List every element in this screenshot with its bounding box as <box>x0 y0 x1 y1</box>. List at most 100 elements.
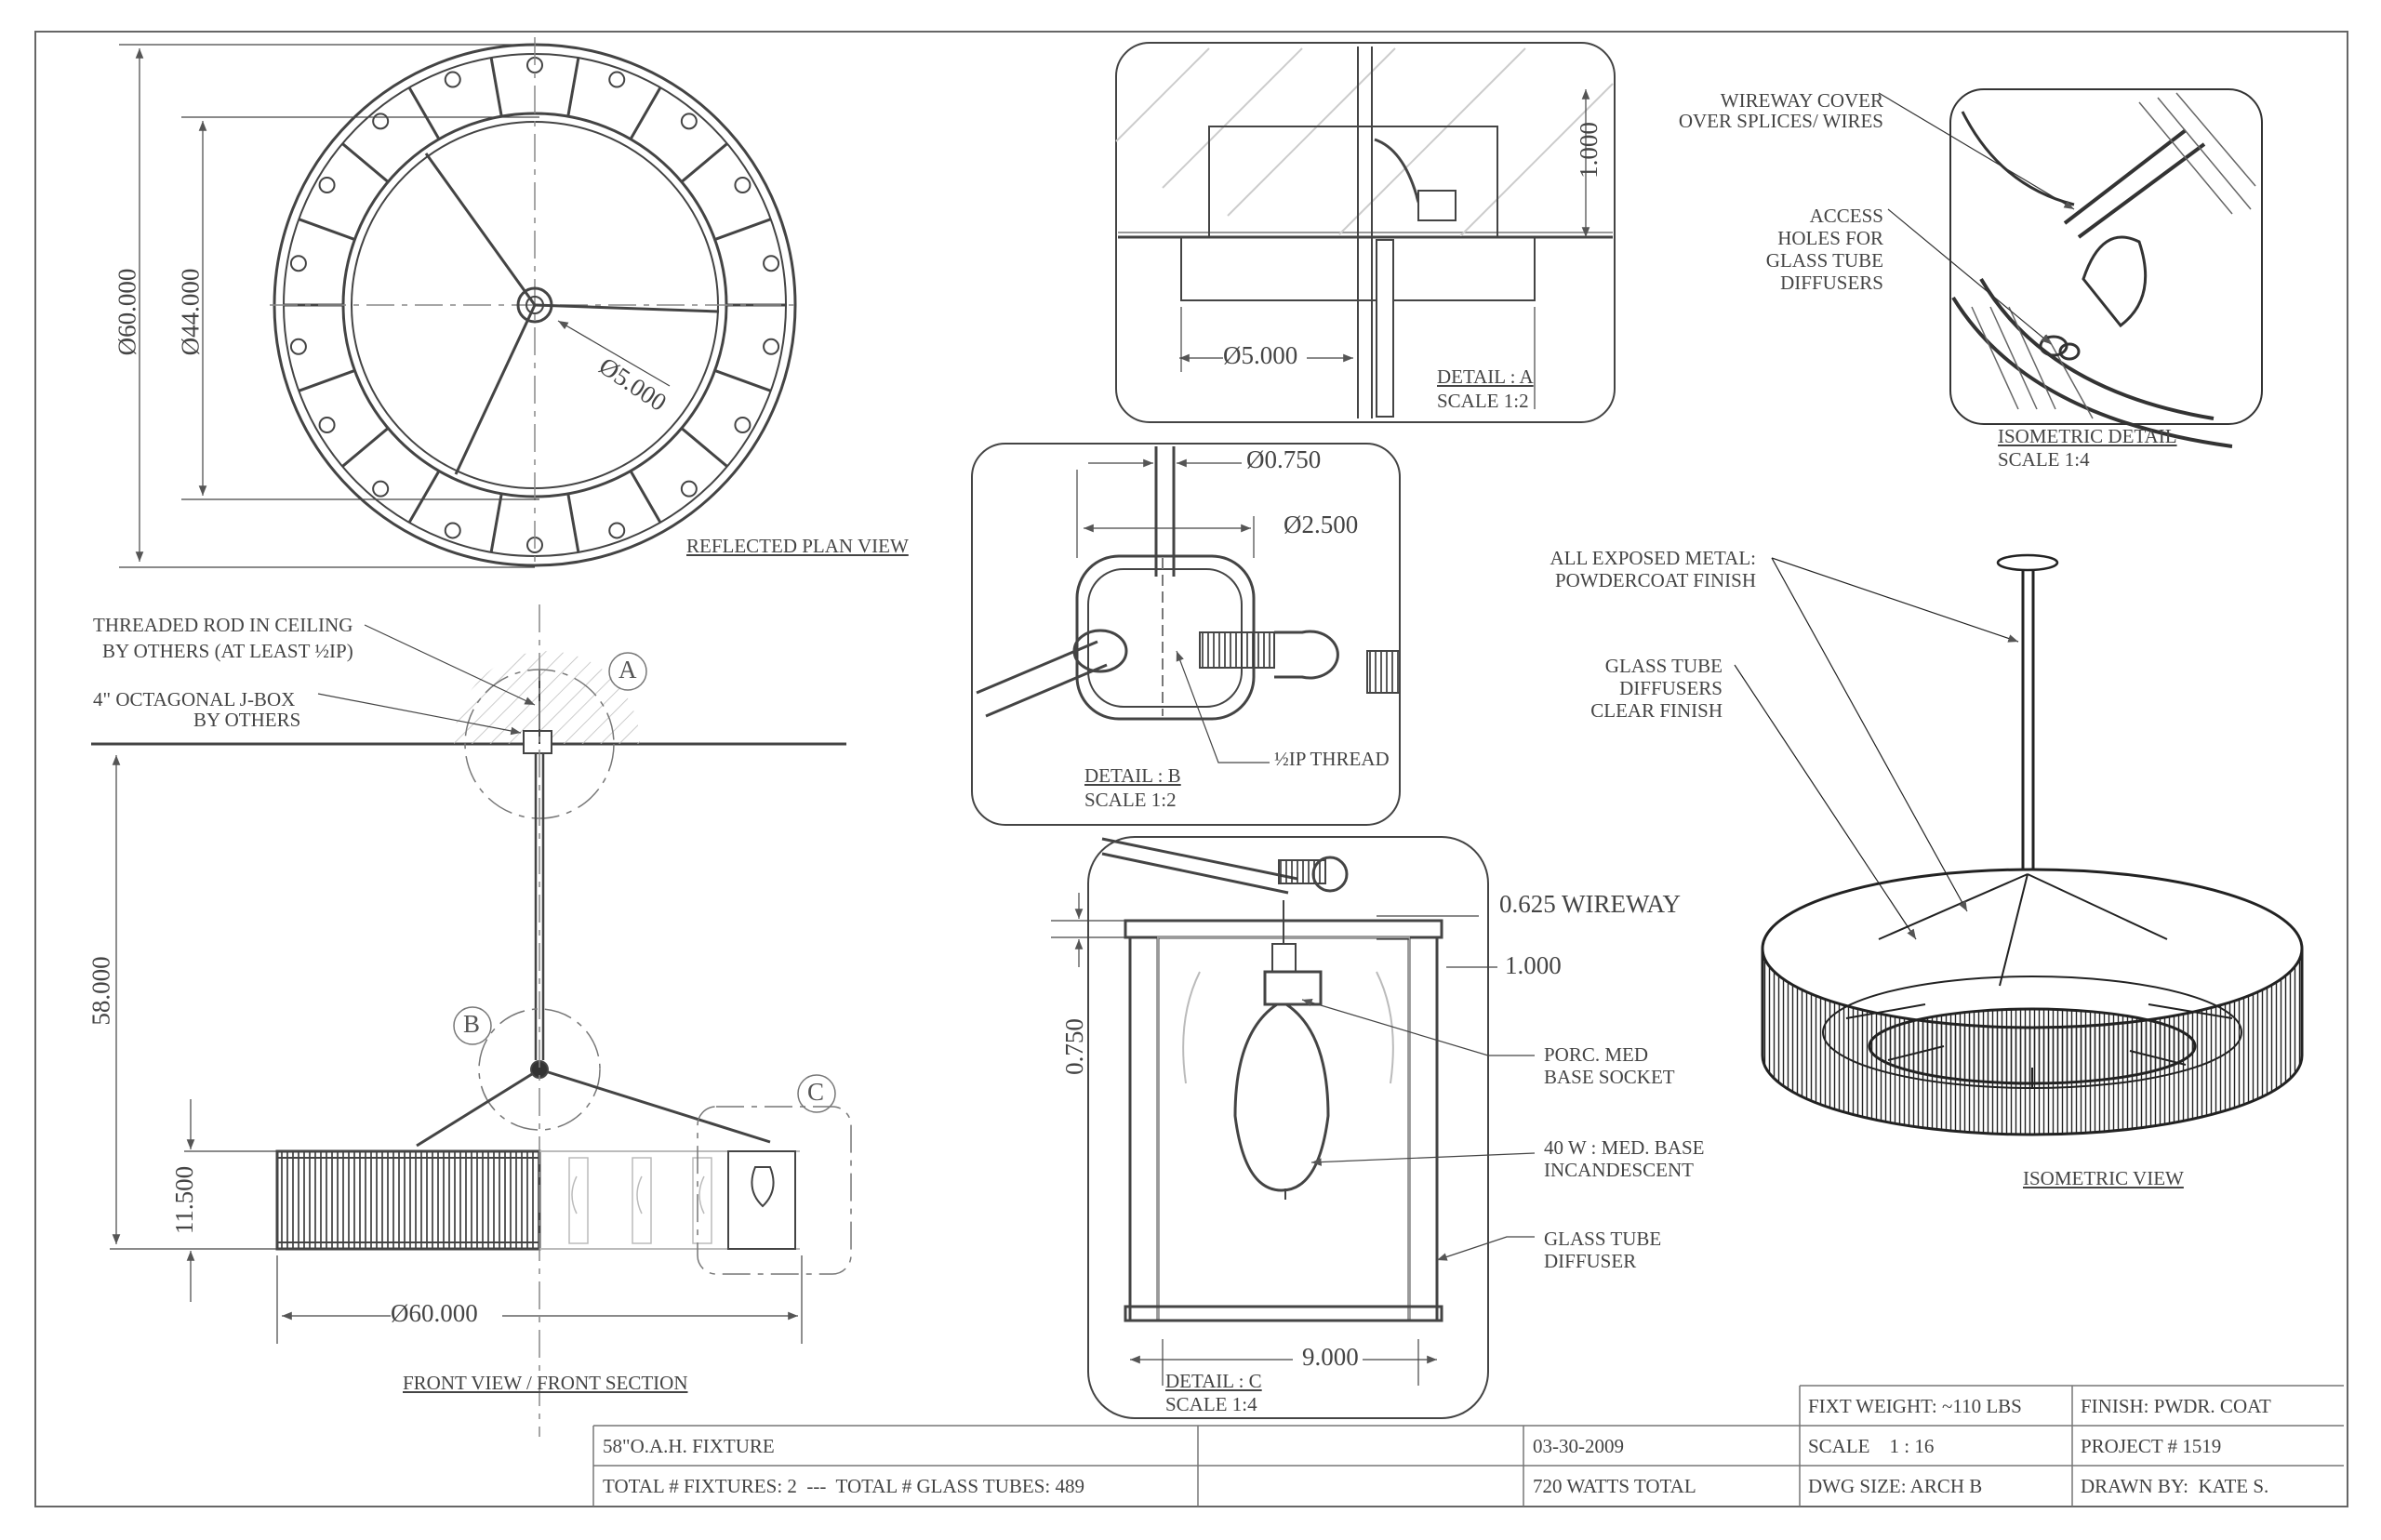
plan-rib <box>341 142 390 183</box>
plan-dim-outer: Ø60.000 <box>113 268 141 356</box>
iso-note-access-4: DIFFUSERS <box>1780 272 1883 294</box>
plan-rib <box>714 218 772 241</box>
note-rod-2: BY OTHERS (AT LEAST ½IP) <box>102 640 353 662</box>
callout-a: A <box>619 656 637 684</box>
plan-rib <box>566 57 580 117</box>
tb-totals: TOTAL # FIXTURES: 2 --- TOTAL # GLASS TU… <box>603 1475 1084 1497</box>
plan-view-title: REFLECTED PLAN VIEW <box>686 535 909 557</box>
detail-b-scale: SCALE 1:2 <box>1084 789 1177 811</box>
plan-rib <box>407 470 441 524</box>
detail-b <box>971 443 1401 826</box>
tb-scale: SCALE 1 : 16 <box>1808 1435 1935 1457</box>
detail-c-note-lamp-2: INCANDESCENT <box>1544 1159 1694 1181</box>
tb-project: PROJECT # 1519 <box>2081 1435 2222 1457</box>
detail-c-note-socket-2: BASE SOCKET <box>1544 1066 1675 1088</box>
tb-drawn-by: DRAWN BY: KATE S. <box>2081 1475 2269 1497</box>
detail-a-dim-diameter: Ø5.000 <box>1223 341 1298 369</box>
iso-note-access-1: ACCESS <box>1809 205 1883 227</box>
iso-detail-title: ISOMETRIC DETAIL <box>1998 425 2177 447</box>
plan-dim-inner: Ø44.000 <box>176 268 205 356</box>
note-rod-1: THREADED ROD IN CEILING <box>93 614 353 636</box>
note-jbox-1: 4" OCTAGONAL J-BOX <box>93 688 296 710</box>
detail-b-title: DETAIL : B <box>1084 764 1181 787</box>
plan-bulb <box>763 255 780 272</box>
iso-note-glass-3: CLEAR FINISH <box>1590 699 1723 722</box>
plan-rib <box>629 470 662 524</box>
tb-finish: FINISH: PWDR. COAT <box>2081 1395 2271 1417</box>
plan-bulb <box>763 338 780 355</box>
plan-bulb <box>372 113 390 130</box>
tb-watts: 720 WATTS TOTAL <box>1533 1475 1696 1497</box>
iso-note-wire-2: OVER SPLICES/ WIRES <box>1678 110 1883 132</box>
detail-a-title: DETAIL : A <box>1437 365 1534 388</box>
detail-c-title: DETAIL : C <box>1165 1370 1262 1392</box>
reflected-plan-view <box>119 37 800 568</box>
plan-rib <box>680 142 728 183</box>
callout-c: C <box>807 1078 825 1106</box>
plan-bulb <box>734 417 752 433</box>
isometric-detail <box>1878 88 2263 446</box>
front-view-title: FRONT VIEW / FRONT SECTION <box>403 1372 688 1394</box>
plan-bulb <box>372 480 390 498</box>
detail-b-dim-rod: Ø0.750 <box>1246 445 1322 473</box>
plan-bulb <box>289 338 307 355</box>
plan-rib <box>407 86 441 140</box>
iso-note-glass-1: GLASS TUBE <box>1604 655 1723 677</box>
detail-a-dim-height: 1.000 <box>1574 122 1603 179</box>
detail-c-note-lamp-1: 40 W : MED. BASE <box>1544 1136 1705 1159</box>
plan-bulb <box>318 177 336 193</box>
plan-rib <box>566 493 580 553</box>
iso-note-glass-2: DIFFUSERS <box>1619 677 1723 699</box>
front-dim-width: Ø60.000 <box>391 1299 478 1327</box>
iso-note-access-2: HOLES FOR <box>1777 227 1883 249</box>
detail-c-dim-top: 1.000 <box>1505 951 1562 979</box>
plan-rib <box>341 427 390 468</box>
plan-rib <box>298 218 355 241</box>
detail-c-dim-wireway: 0.625 WIREWAY <box>1499 890 1681 918</box>
detail-b-note-thread: ½IP THREAD <box>1274 748 1390 770</box>
plan-rib <box>298 369 355 392</box>
isometric-view <box>1734 553 2304 1136</box>
detail-c <box>1051 836 1536 1419</box>
plan-bulb <box>289 255 307 272</box>
detail-c-dim-width: 9.000 <box>1302 1343 1359 1371</box>
detail-c-dim-side: 0.750 <box>1059 1018 1088 1075</box>
front-view <box>91 604 852 1437</box>
iso-detail-scale: SCALE 1:4 <box>1998 448 2090 471</box>
sheet-border <box>34 31 2348 1507</box>
plan-bulb <box>680 480 698 498</box>
plan-bulb <box>608 522 626 539</box>
tb-date: 03-30-2009 <box>1533 1435 1624 1457</box>
plan-rib <box>680 427 728 468</box>
plan-bulb <box>734 177 752 193</box>
front-dim-height: 58.000 <box>86 956 115 1026</box>
detail-a <box>1115 42 1616 423</box>
detail-b-dim-body: Ø2.500 <box>1284 511 1359 538</box>
note-jbox-2: BY OTHERS <box>193 709 301 731</box>
iso-note-metal-1: ALL EXPOSED METAL: <box>1550 547 1756 569</box>
detail-c-note-tube-2: DIFFUSER <box>1544 1250 1637 1272</box>
plan-rib <box>489 493 503 553</box>
detail-c-note-socket-1: PORC. MED <box>1544 1043 1649 1066</box>
detail-c-scale: SCALE 1:4 <box>1165 1393 1257 1415</box>
title-block <box>592 1385 2344 1507</box>
tb-fixt-weight: FIXT WEIGHT: ~110 LBS <box>1808 1395 2022 1417</box>
callout-b: B <box>463 1010 481 1038</box>
plan-bulb <box>608 71 626 88</box>
detail-c-note-tube-1: GLASS TUBE <box>1544 1228 1662 1250</box>
plan-rib <box>629 86 662 140</box>
iso-note-metal-2: POWDERCOAT FINISH <box>1554 569 1756 591</box>
plan-bulb <box>444 522 461 539</box>
plan-bulb <box>680 113 698 130</box>
front-dim-drum: 11.500 <box>170 1165 199 1235</box>
plan-bulb <box>318 417 336 433</box>
tb-fixture: 58"O.A.H. FIXTURE <box>603 1435 775 1457</box>
tb-dwg-size: DWG SIZE: ARCH B <box>1808 1475 1983 1497</box>
plan-rib <box>714 369 772 392</box>
detail-a-scale: SCALE 1:2 <box>1437 390 1529 412</box>
iso-note-wire-1: WIREWAY COVER <box>1720 89 1883 112</box>
plan-bulb <box>444 71 461 88</box>
iso-view-title: ISOMETRIC VIEW <box>2023 1167 2184 1189</box>
iso-note-access-3: GLASS TUBE <box>1765 249 1883 272</box>
